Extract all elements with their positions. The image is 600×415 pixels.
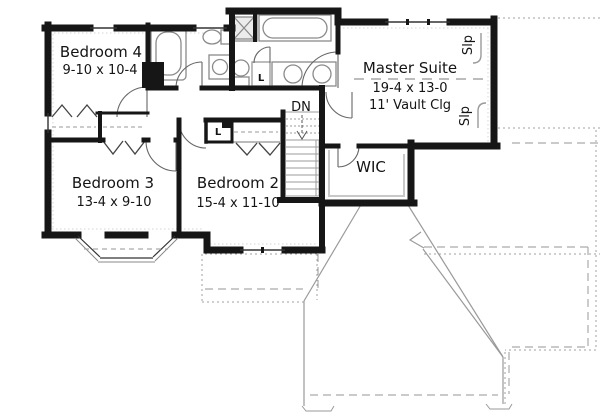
roof-eave-dotted: [201, 17, 600, 404]
slope-arrow-lower: [477, 102, 487, 128]
room-dims-bedroom4: 9-10 x 10-4: [63, 63, 138, 78]
wic-shelving: [328, 150, 405, 197]
window-mullion: [261, 247, 264, 253]
room-dims-master-suite: 19-4 x 13-0: [373, 81, 448, 96]
bedroom4-closet-bifold: [51, 103, 98, 118]
bay-window: [74, 235, 179, 263]
room-label-wic: WIC: [356, 158, 386, 176]
master-bath-door: [301, 51, 339, 89]
closet-block: [222, 120, 232, 128]
room-dims-bedroom2: 15-4 x 11-10: [196, 196, 279, 211]
slope-label-upper: Slp: [461, 35, 476, 55]
room-label-master-suite: Master Suite: [363, 59, 457, 77]
stairs-down-label: DN: [291, 100, 311, 115]
room-dims-bedroom3: 13-4 x 9-10: [77, 195, 152, 210]
roof-hip-right: [422, 248, 504, 358]
roof-lines: [301, 202, 513, 412]
roof-overhang-dashed: [205, 142, 600, 396]
linen-label-master: L: [258, 73, 265, 84]
room-label-bedroom3: Bedroom 3: [72, 174, 154, 192]
linen-label-bedroom2: L: [215, 127, 222, 138]
bedroom2-door: [178, 120, 207, 149]
bedroom2-closet-bifold: [235, 142, 281, 156]
master-bathtub-icon: [258, 14, 332, 42]
hall-sink-icon: [208, 54, 233, 80]
roof-valley-left: [303, 202, 363, 302]
window-mullion: [406, 19, 409, 25]
roof-eave-return-left: [301, 405, 335, 412]
hall-bath-door: [175, 61, 203, 89]
window-mullion: [427, 19, 430, 25]
bedroom3-door: [145, 140, 177, 172]
bedroom3-closet-bifold: [102, 140, 146, 156]
linen-door: [253, 46, 271, 64]
wic-door: [337, 145, 360, 168]
slope-arrows: [472, 33, 487, 128]
room-label-bedroom2: Bedroom 2: [197, 174, 279, 192]
stairs: [285, 111, 322, 200]
master-suite-door: [325, 91, 353, 119]
chase-block: [142, 62, 164, 88]
hall-toilet-icon: [202, 29, 231, 45]
slope-arrow-upper: [472, 33, 482, 64]
roof-valley-right: [407, 204, 504, 358]
closet-bifold-doors: [51, 103, 281, 156]
roof-eave-return-right: [485, 403, 513, 410]
closet-shelves: [52, 126, 278, 133]
wall-texture-lines: [50, 27, 490, 245]
bathroom-fixtures: [150, 13, 337, 87]
stairs-down-arrow: [296, 115, 308, 140]
double-vanity-icon: [271, 61, 337, 87]
slope-label-lower: Slp: [458, 106, 473, 126]
master-toilet-icon: [232, 59, 250, 87]
room-ceiling-master-suite: 11' Vault Clg: [369, 98, 451, 113]
roof-eave-break: [408, 231, 425, 249]
interior-walls: [45, 8, 414, 253]
room-label-bedroom4: Bedroom 4: [60, 43, 142, 61]
